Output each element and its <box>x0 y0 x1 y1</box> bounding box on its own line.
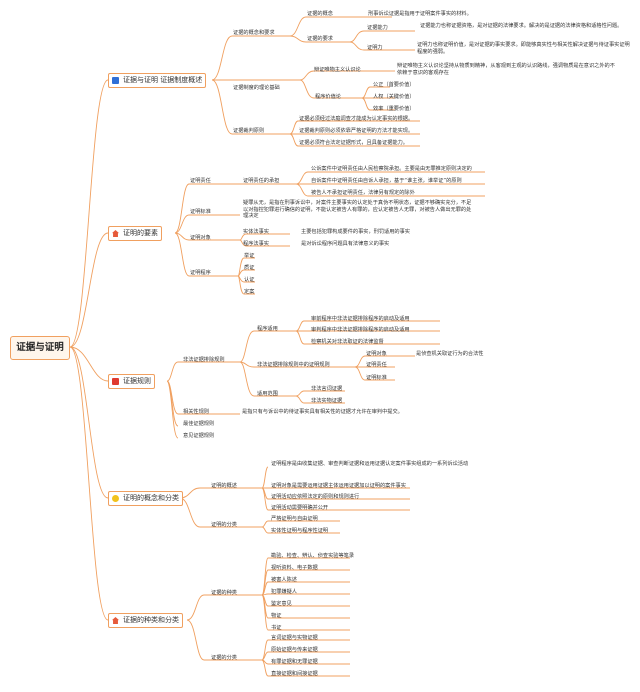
node-procedure-step-1: 举证 <box>244 253 255 259</box>
node-standard-of-proof[interactable]: 证明标准 <box>190 209 211 215</box>
node-exclusion-object-text: 是侦查机关取证行为的合法性 <box>416 351 484 357</box>
node-exclusion-burden[interactable]: 证明责任 <box>366 362 387 368</box>
node-class-4: 直接证据和间接证据 <box>271 671 318 677</box>
node-illegal-physical-evidence: 非法实物证据 <box>311 398 343 404</box>
node-burden-of-proof[interactable]: 证明责任 <box>190 178 211 184</box>
node-evidence-concept-text: 刑事诉讼证据是指用于证明案件事实的材料。 <box>368 11 472 17</box>
house-icon <box>112 230 119 237</box>
node-probative-force[interactable]: 证明力 <box>367 45 383 51</box>
node-type-5: 鉴定意见 <box>271 601 292 607</box>
node-application-line-2: 审判程序中非法证据排除程序的启动及适用 <box>311 327 410 333</box>
node-procedural-value[interactable]: 程序价值论 <box>315 94 341 100</box>
node-application-line-1: 审前程序中非法证据排除程序的启动及适用 <box>311 316 410 322</box>
node-evidence-concept-requirements[interactable]: 证据的概念和要求 <box>233 30 275 36</box>
node-relevance-rule[interactable]: 相关性规则 <box>183 409 209 415</box>
branch-evidence-types-classification[interactable]: 证据的种类和分类 <box>108 613 183 628</box>
node-substantive-facts-text: 主要包括犯罪构成要件的事实，刑罚适用的事实 <box>301 229 410 235</box>
node-substantive-facts[interactable]: 实体法事实 <box>243 229 269 235</box>
bulb-icon <box>112 495 119 502</box>
node-bearing-burden[interactable]: 证明责任的承担 <box>243 178 280 184</box>
flag-icon <box>112 77 119 84</box>
node-evidence-types[interactable]: 证据的种类 <box>211 590 237 596</box>
flag-icon <box>112 378 119 385</box>
node-procedural-facts[interactable]: 程序法事实 <box>243 241 269 247</box>
node-substantive-procedural-proof: 实体性证明与程序性证明 <box>271 528 329 534</box>
node-proof-rules-in-exclusion[interactable]: 非法证据排除规则中的证明规则 <box>257 362 330 368</box>
node-class-3: 有罪证据和无罪证据 <box>271 659 318 665</box>
node-proof-classification[interactable]: 证明的分类 <box>211 522 237 528</box>
node-class-1: 言词证据与实物证据 <box>271 635 318 641</box>
node-proof-procedure[interactable]: 证明程序 <box>190 270 211 276</box>
branch-proof-concept-classification[interactable]: 证明的概念和分类 <box>108 491 183 506</box>
node-type-3: 被害人陈述 <box>271 577 297 583</box>
node-adjudication-line-2: 证据裁判原则必须依靠严格证明的方法才能实现。 <box>299 128 414 134</box>
node-adjudication-line-1: 证据必须经过法庭调查才能成为认定事实的根据。 <box>299 116 414 122</box>
node-adjudication-line-3: 证据必须符合法定证据形式，且具备证据能力。 <box>299 140 408 146</box>
branch-proof-elements[interactable]: 证明的要素 <box>108 226 162 241</box>
node-procedure-step-3: 认证 <box>244 277 255 283</box>
root-node[interactable]: 证据与证明 <box>10 336 70 360</box>
node-probative-force-text: 证明力也称证明价值，是对证据的事实要求。即能够真实性与相关性解决证据与待证事实证… <box>417 42 630 55</box>
node-burden-line-2: 自诉案件中证明责任由自诉人承担，基于“谁主张，谁举证”的原则 <box>311 178 462 184</box>
node-proof-overview-line-2: 证明对象是需要运用证据主体运用证据加以证明的案件事实 <box>271 483 406 489</box>
node-exclusionary-rule[interactable]: 非法证据排除规则 <box>183 357 225 363</box>
house-icon <box>112 617 119 624</box>
node-opinion-evidence-rule[interactable]: 意见证据规则 <box>183 433 215 439</box>
node-application-line-3: 检察机关对非法取证的法律监督 <box>311 339 384 345</box>
node-object-of-proof[interactable]: 证明对象 <box>190 235 211 241</box>
node-value-human-rights: 人权（关键价值） <box>373 94 415 100</box>
node-procedure-step-4: 定案 <box>244 289 255 295</box>
node-theoretical-basis[interactable]: 证据制度的理论基础 <box>233 85 280 91</box>
node-relevance-rule-text: 是指只有与诉讼中的待证事实具有相关性的证据才允许在审判中提交。 <box>242 409 403 415</box>
branch-label: 证据的种类和分类 <box>123 616 179 624</box>
node-proof-overview[interactable]: 证明的概述 <box>211 483 237 489</box>
node-exclusion-object[interactable]: 证明对象 <box>366 351 387 357</box>
node-illegal-verbal-evidence: 非法言词证据 <box>311 386 343 392</box>
node-type-7: 书证 <box>271 625 282 631</box>
node-type-2: 视听资料、电子数据 <box>271 565 318 571</box>
node-dialectical-materialism[interactable]: 辩证唯物主义认识论 <box>314 67 361 73</box>
node-burden-line-3: 被告人不承担证明责任，法律另有规定的除外 <box>311 190 415 196</box>
node-evidence-requirements[interactable]: 证据的要求 <box>307 36 333 42</box>
node-type-6: 物证 <box>271 613 282 619</box>
node-value-efficiency: 效率（重要价值） <box>373 106 415 112</box>
node-proof-overview-line-3: 证明活动应依照法定的原则和规则进行 <box>271 494 360 500</box>
node-procedural-facts-text: 是对诉讼程序问题具有法律意义的事实 <box>301 241 390 247</box>
node-value-justice: 公正（首要价值） <box>373 82 415 88</box>
node-evidence-capacity[interactable]: 证据能力 <box>367 25 388 31</box>
node-standard-of-proof-text: 疑罪从无，是指在刑事诉讼中，对案件主要事实的认定处于真伪不明状态，证据不够确实充… <box>243 200 472 220</box>
node-evidence-concept[interactable]: 证据的概念 <box>307 11 333 17</box>
node-procedure-application[interactable]: 程序适用 <box>257 326 278 332</box>
branch-label: 证据与证明 证据制度概述 <box>123 76 203 84</box>
node-exclusion-standard[interactable]: 证明标准 <box>366 375 387 381</box>
branch-label: 证据规则 <box>123 377 151 385</box>
branch-label: 证明的要素 <box>123 229 158 237</box>
node-evidence-classification[interactable]: 证据的分类 <box>211 655 237 661</box>
node-evidentiary-adjudication[interactable]: 证据裁判原则 <box>233 128 265 134</box>
node-scope-of-application[interactable]: 适用范围 <box>257 391 278 397</box>
node-dialectical-materialism-text: 辩证唯物主义认识论坚持从物质到精神，从客观到主观的认识路线，强调物质是在意识之外… <box>397 63 615 76</box>
branch-evidence-rules[interactable]: 证据规则 <box>108 374 155 389</box>
branch-evidence-system-overview[interactable]: 证据与证明 证据制度概述 <box>108 73 207 88</box>
node-procedure-step-2: 质证 <box>244 265 255 271</box>
node-proof-overview-line-1: 证明程序是由收集证据、审查判断证据和运用证据认定案件事实组成的一系列诉讼活动 <box>271 461 469 467</box>
node-evidence-capacity-text: 证据能力也称证据资格，是对证据的法律要求。解决的是证据的法律资格和适格性问题。 <box>420 23 623 29</box>
node-best-evidence-rule[interactable]: 最佳证据规则 <box>183 421 215 427</box>
node-class-2: 原始证据与传来证据 <box>271 647 318 653</box>
node-strict-free-proof: 严格证明与自由证明 <box>271 516 318 522</box>
branch-label: 证明的概念和分类 <box>123 494 179 502</box>
node-type-1: 勘验、检查、辨认、侦查实验等笔录 <box>271 553 355 559</box>
node-proof-overview-line-4: 证明活动需要明确并公开 <box>271 505 329 511</box>
node-type-4: 犯罪嫌疑人 <box>271 589 297 595</box>
node-burden-line-1: 公诉案件中证明责任由人民检察院承担。主要是由无罪推定原则决定的 <box>311 166 472 172</box>
